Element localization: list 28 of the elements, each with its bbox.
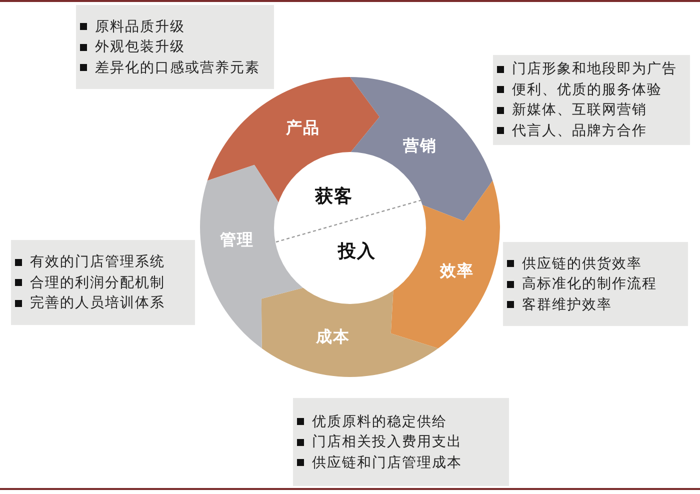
note-box [293, 398, 509, 486]
list-text: 外观包装升级 [95, 38, 185, 56]
segment-label: 营销 [403, 136, 437, 156]
list-text: 代言人、品牌方合作 [512, 122, 647, 140]
note-box [493, 55, 690, 145]
list-text: 门店相关投入费用支出 [312, 433, 462, 451]
note-box [76, 5, 274, 89]
list-text: 便利、优质的服务体验 [512, 80, 662, 99]
list-text: 差异化的口感或营养元素 [95, 58, 260, 76]
center-label: 投入 [338, 241, 376, 263]
segment-label: 成本 [316, 327, 350, 347]
note-box [503, 242, 688, 326]
list-text: 合理的利润分配机制 [30, 274, 165, 292]
list-text: 原料品质升级 [95, 18, 185, 36]
center-label: 获客 [315, 186, 353, 208]
list-text: 优质原料的稳定供给 [312, 412, 447, 430]
note-box [11, 240, 195, 325]
list-text: 供应链和门店管理成本 [312, 454, 462, 472]
list-text: 高标准化的制作流程 [522, 275, 657, 293]
list-text: 供应链的供货效率 [522, 254, 642, 272]
list-text: 有效的门店管理系统 [30, 253, 165, 271]
segment-label: 产品 [286, 118, 320, 138]
list-text: 门店形象和地段即为广告 [512, 60, 677, 78]
list-text: 客群维护效率 [522, 296, 612, 314]
segment-label: 管理 [220, 230, 254, 250]
list-text: 完善的人员培训体系 [30, 294, 165, 312]
list-text: 新媒体、互联网营销 [512, 101, 647, 120]
segment-label: 效率 [440, 261, 474, 281]
